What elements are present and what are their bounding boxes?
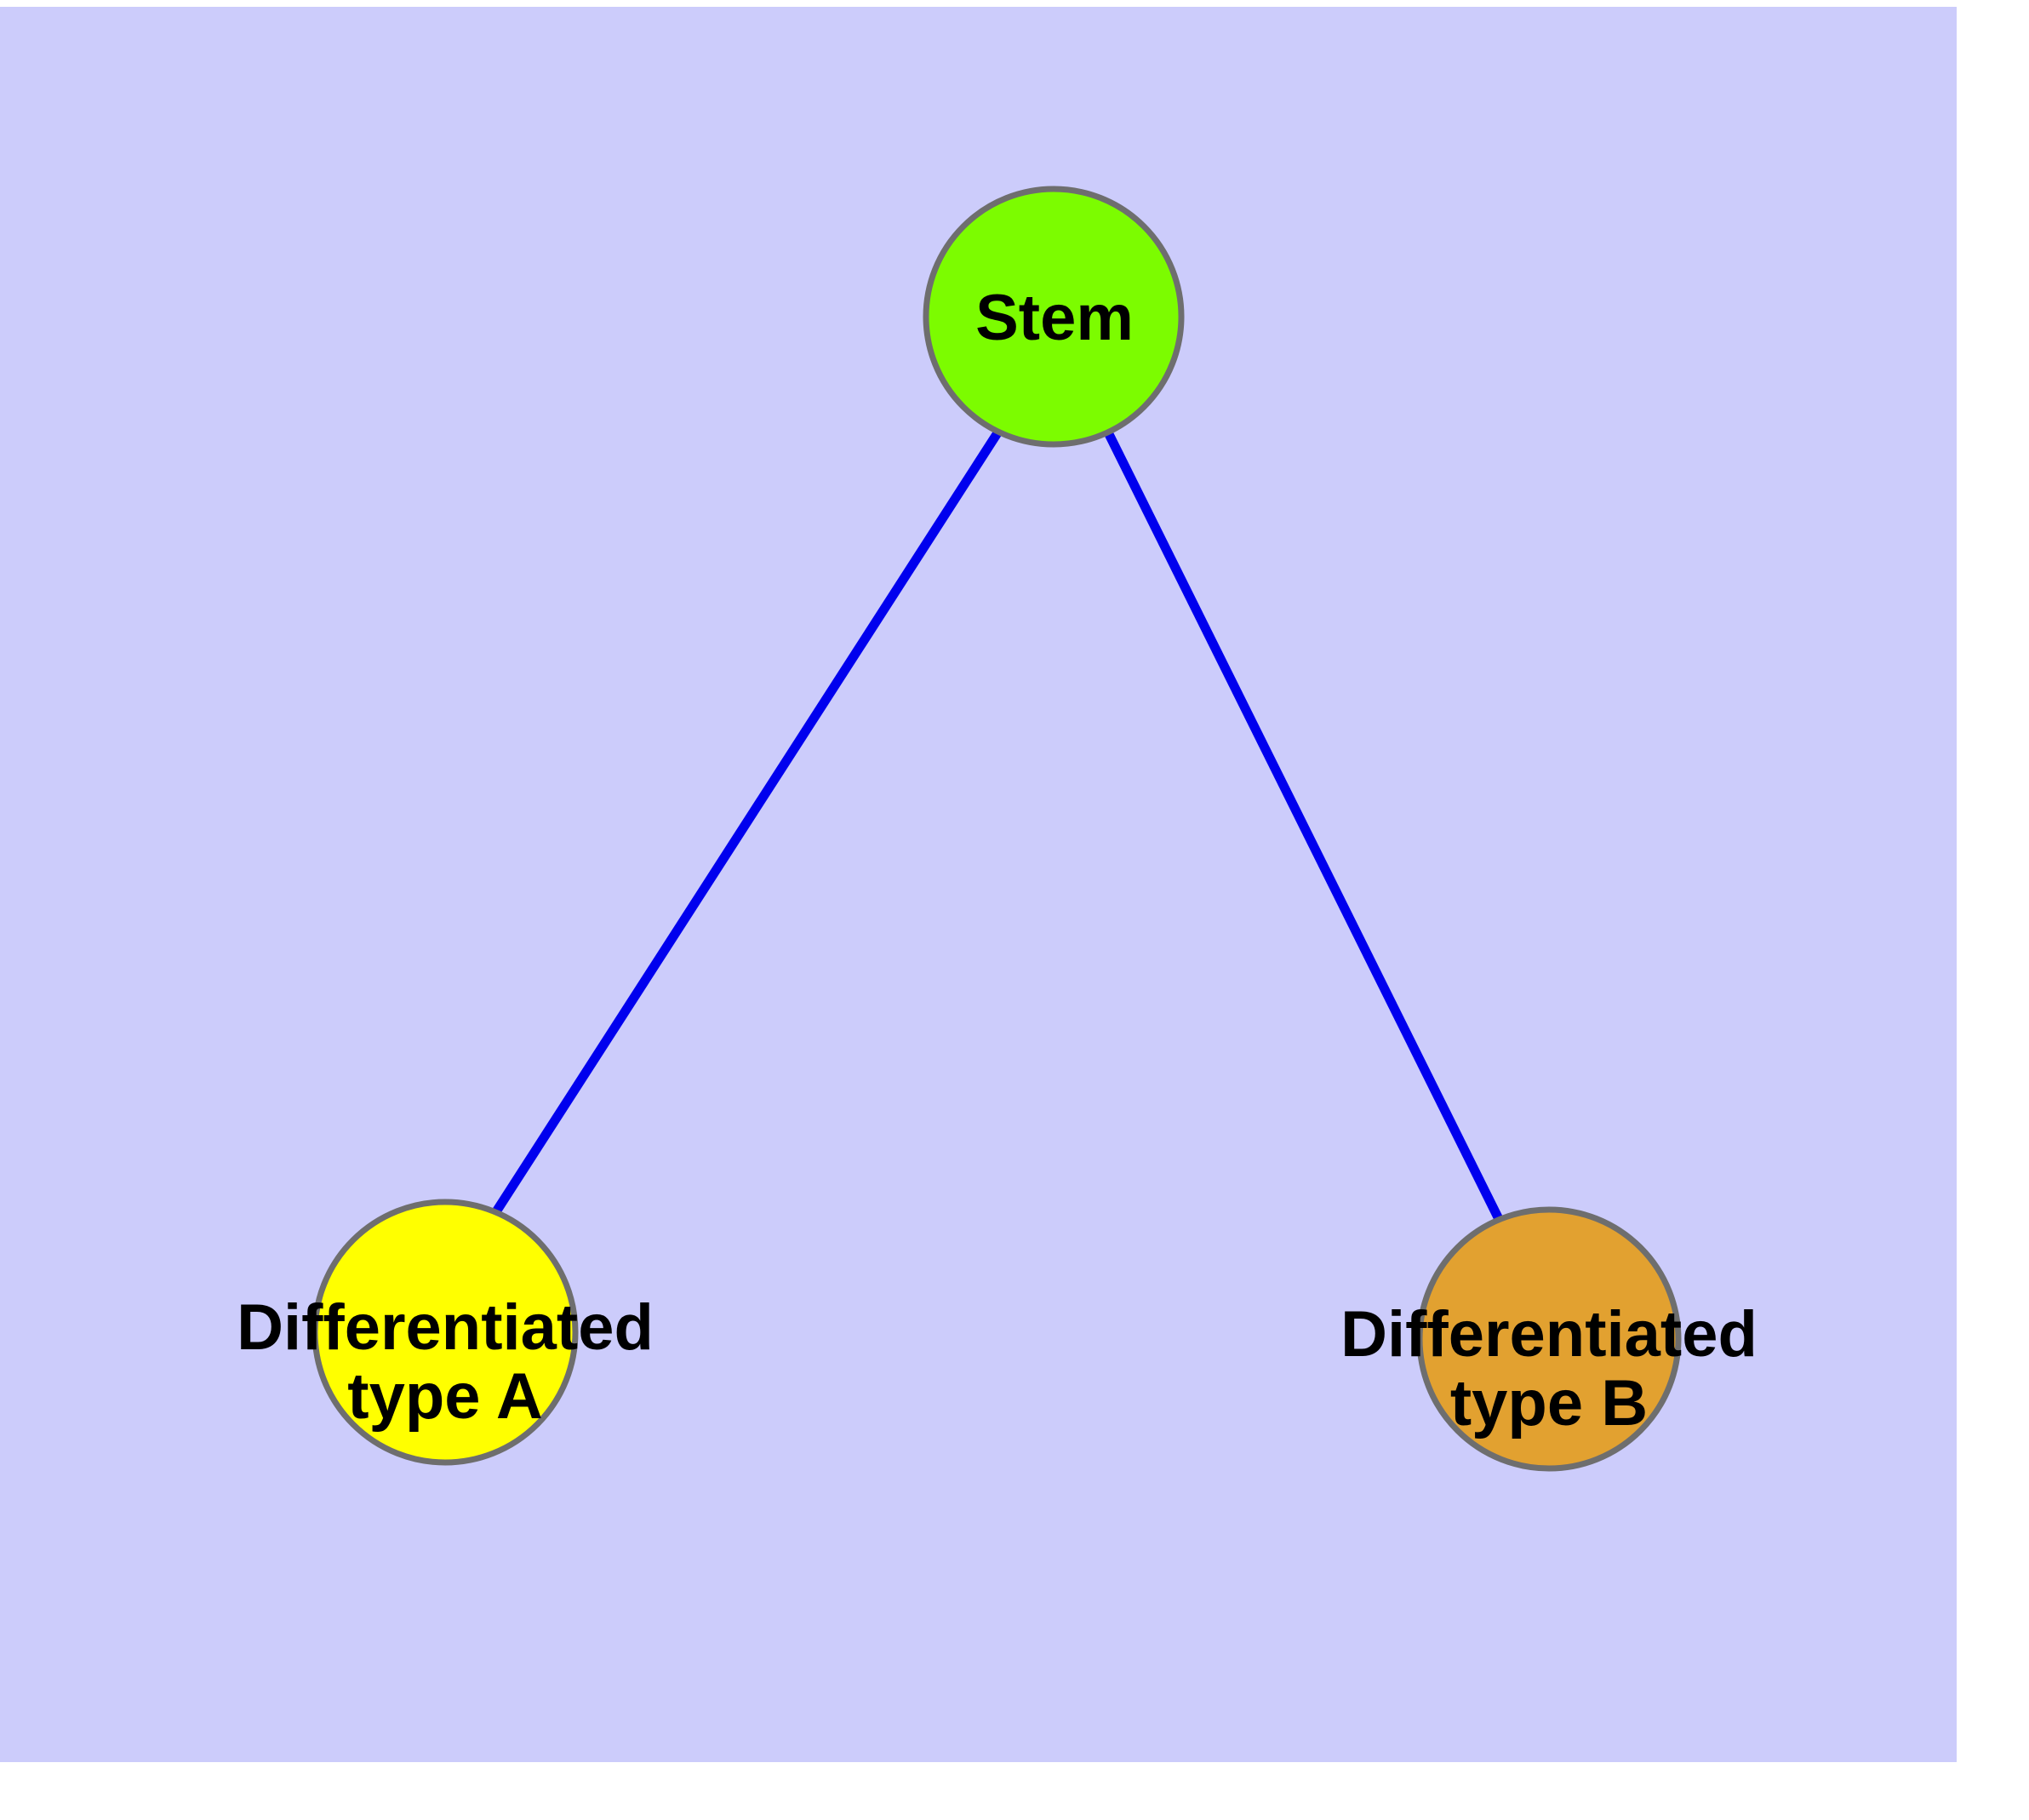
edge-layer (489, 426, 1504, 1223)
node-differentiated-type-b[interactable] (1416, 1206, 1682, 1472)
edge-stem-to-differentiated-type-b (1102, 426, 1504, 1223)
edge-stem-to-differentiated-type-a (489, 426, 1004, 1218)
graph-svg (311, 186, 1682, 1472)
graph-canvas: Stem Differentiated type A Differentiate… (0, 7, 1957, 1762)
node-layer (311, 186, 1682, 1472)
node-differentiated-type-a[interactable] (311, 1199, 579, 1466)
node-stem[interactable] (923, 186, 1185, 448)
